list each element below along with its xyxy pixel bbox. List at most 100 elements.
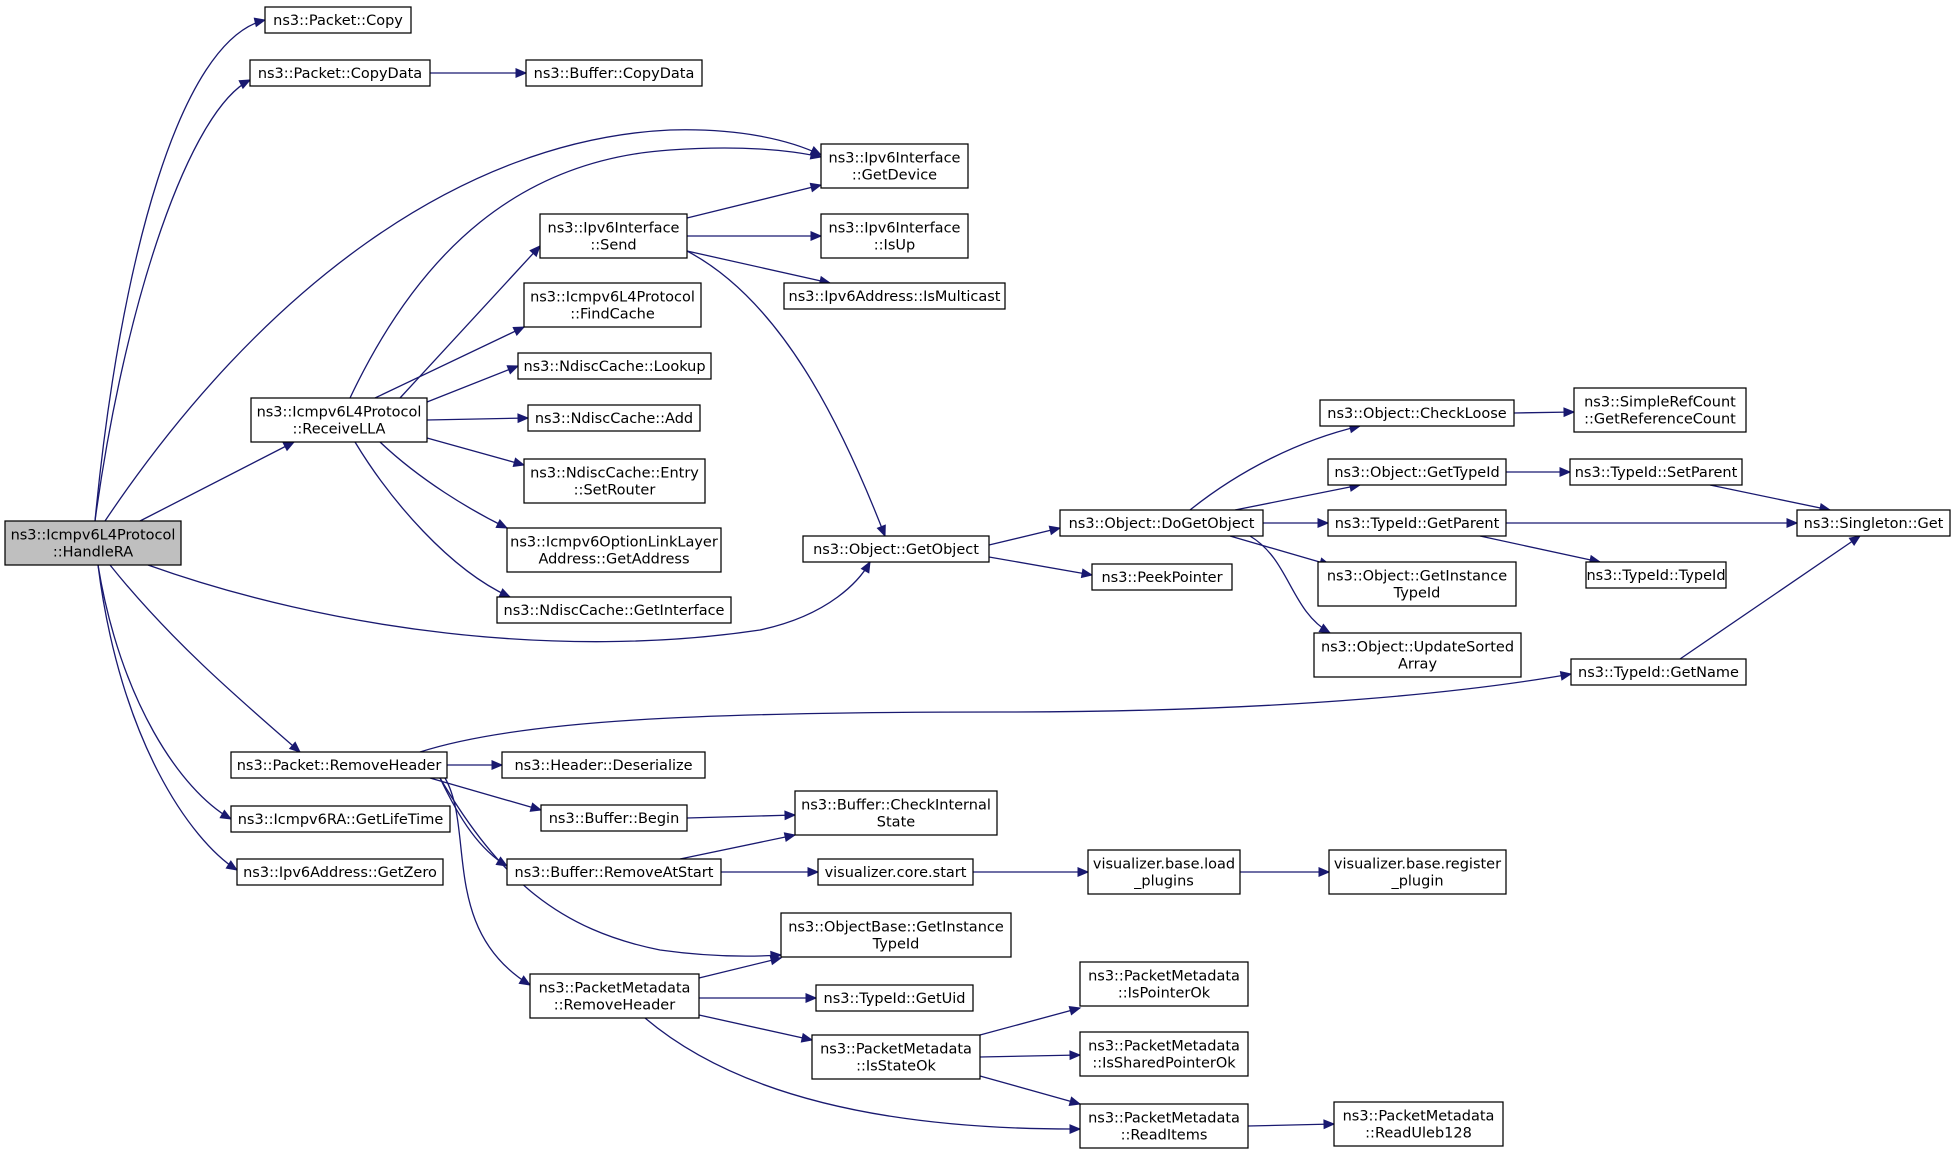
node-label: ns3::Object::CheckLoose	[1327, 406, 1506, 422]
node-label: ns3::Ipv6Address::GetZero	[243, 865, 437, 881]
node-n21[interactable]: ns3::TypeId::SetParent	[1569, 458, 1743, 486]
edge-n16-n25	[1229, 535, 1332, 567]
node-label: ::HandleRA	[53, 545, 133, 561]
node-n39[interactable]: ns3::PacketMetadata::IsPointerOk	[1079, 961, 1249, 1007]
node-label: ns3::Ipv6Interface	[548, 221, 680, 237]
node-label: ::SetRouter	[574, 483, 656, 499]
node-label: ns3::Buffer::RemoveAtStart	[515, 865, 714, 881]
node-n35[interactable]: visualizer.base.register_plugin	[1328, 849, 1507, 895]
node-label: ns3::TypeId::TypeId	[1586, 568, 1725, 584]
node-label: _plugin	[1390, 874, 1443, 890]
node-n24[interactable]: ns3::TypeId::TypeId	[1585, 561, 1727, 589]
node-n9[interactable]: ns3::Object::GetObject	[802, 535, 990, 563]
edge-n42-n43	[1247, 1119, 1336, 1130]
node-label: ::GetReferenceCount	[1584, 412, 1736, 428]
node-n33[interactable]: visualizer.core.start	[817, 858, 974, 886]
edge-n6-n7	[687, 231, 823, 241]
node-n19[interactable]: ns3::SimpleRefCount::GetReferenceCount	[1573, 387, 1747, 433]
node-label: ::ReadUleb128	[1365, 1126, 1472, 1142]
node-label: ns3::PacketMetadata	[1088, 1111, 1240, 1127]
node-n2[interactable]: ns3::Packet::CopyData	[249, 59, 431, 87]
node-n12[interactable]: ns3::NdiscCache::Add	[527, 404, 701, 432]
node-label: ns3::Buffer::CopyData	[534, 66, 695, 82]
edge-n5-n6	[399, 245, 541, 399]
edge-n32-n33	[721, 867, 820, 877]
node-label: Address::GetAddress	[538, 552, 689, 568]
node-label: ns3::Ipv6Address::IsMulticast	[789, 289, 1001, 305]
function-nodes: ns3::Icmpv6L4Protocol::HandleRAns3::Pack…	[4, 6, 1951, 1149]
node-n0[interactable]: ns3::Icmpv6L4Protocol::HandleRA	[4, 520, 182, 566]
edge-n20-n21	[1506, 467, 1572, 477]
edge-n9-n17	[988, 556, 1094, 579]
node-n42[interactable]: ns3::PacketMetadata::ReadItems	[1079, 1103, 1249, 1149]
node-n16[interactable]: ns3::Object::DoGetObject	[1059, 509, 1264, 537]
node-n40[interactable]: ns3::PacketMetadata::IsStateOk	[811, 1034, 981, 1080]
edge-n0-n44	[97, 564, 233, 820]
edge-n21-n23	[1709, 484, 1832, 513]
edge-n5-n10	[374, 326, 526, 399]
node-label: ns3::Packet::RemoveHeader	[237, 758, 442, 774]
edge-n5-n12	[426, 413, 530, 424]
node-n37[interactable]: ns3::PacketMetadata::RemoveHeader	[529, 973, 700, 1019]
node-n17[interactable]: ns3::PeekPointer	[1091, 563, 1233, 591]
node-label: ::IsPointerOk	[1118, 986, 1211, 1002]
node-label: ns3::PacketMetadata	[1088, 1039, 1240, 1055]
node-n29[interactable]: ns3::Header::Deserialize	[501, 751, 706, 779]
edge-n0-n28	[109, 564, 301, 753]
node-n38[interactable]: ns3::TypeId::GetUid	[815, 984, 974, 1012]
node-n20[interactable]: ns3::Object::GetTypeId	[1327, 458, 1507, 486]
node-label: ns3::NdiscCache::GetInterface	[504, 603, 725, 619]
edge-n5-n15	[354, 441, 512, 598]
edge-n28-n29	[447, 760, 504, 770]
node-n28[interactable]: ns3::Packet::RemoveHeader	[230, 751, 448, 779]
node-n11[interactable]: ns3::NdiscCache::Lookup	[517, 352, 712, 380]
node-n7[interactable]: ns3::Ipv6Interface::IsUp	[820, 213, 969, 259]
node-n23[interactable]: ns3::Singleton::Get	[1796, 509, 1951, 537]
edge-n6-n4	[686, 182, 823, 219]
edge-n2-n3	[430, 68, 528, 78]
node-n6[interactable]: ns3::Ipv6Interface::Send	[539, 213, 688, 259]
node-n4[interactable]: ns3::Ipv6Interface::GetDevice	[820, 143, 969, 189]
edge-n32-n31	[679, 832, 797, 860]
edge-n40-n42	[979, 1075, 1082, 1106]
edge-n0-n1	[94, 17, 267, 522]
node-label: ns3::Packet::Copy	[273, 13, 403, 29]
node-n43[interactable]: ns3::PacketMetadata::ReadUleb128	[1333, 1101, 1504, 1147]
edge-n40-n39	[979, 1005, 1082, 1036]
node-label: ::ReadItems	[1121, 1128, 1208, 1144]
node-n34[interactable]: visualizer.base.load_plugins	[1087, 849, 1241, 895]
node-n27[interactable]: ns3::TypeId::GetName	[1570, 658, 1747, 686]
node-n10[interactable]: ns3::Icmpv6L4Protocol::FindCache	[523, 282, 702, 328]
node-n32[interactable]: ns3::Buffer::RemoveAtStart	[506, 858, 722, 886]
edge-n37-n36	[698, 955, 783, 979]
node-n18[interactable]: ns3::Object::CheckLoose	[1319, 399, 1515, 427]
node-n13[interactable]: ns3::NdiscCache::Entry::SetRouter	[523, 458, 706, 504]
edge-n22-n23	[1506, 518, 1799, 528]
node-n5[interactable]: ns3::Icmpv6L4Protocol::ReceiveLLA	[250, 397, 428, 443]
node-label: ns3::Singleton::Get	[1804, 516, 1944, 532]
node-label: ns3::Packet::CopyData	[258, 66, 422, 82]
node-label: ns3::Icmpv6RA::GetLifeTime	[238, 812, 444, 828]
node-n30[interactable]: ns3::Buffer::Begin	[540, 804, 688, 832]
node-n3[interactable]: ns3::Buffer::CopyData	[525, 59, 703, 87]
node-n1[interactable]: ns3::Packet::Copy	[264, 6, 412, 34]
node-n41[interactable]: ns3::PacketMetadata::IsSharedPointerOk	[1079, 1031, 1249, 1077]
node-n22[interactable]: ns3::TypeId::GetParent	[1327, 509, 1507, 537]
call-edges	[94, 17, 1862, 1135]
node-n15[interactable]: ns3::NdiscCache::GetInterface	[496, 596, 732, 624]
node-n45[interactable]: ns3::Ipv6Address::GetZero	[236, 858, 444, 886]
node-n44[interactable]: ns3::Icmpv6RA::GetLifeTime	[230, 805, 451, 833]
node-n8[interactable]: ns3::Ipv6Address::IsMulticast	[783, 282, 1006, 310]
edge-n0-n9	[147, 560, 871, 643]
node-label: TypeId	[1393, 586, 1441, 602]
node-label: ns3::PeekPointer	[1101, 570, 1222, 586]
edge-n5-n4	[349, 147, 823, 399]
edge-n5-n13	[426, 437, 526, 467]
node-n14[interactable]: ns3::Icmpv6OptionLinkLayerAddress::GetAd…	[506, 527, 722, 573]
node-label: ns3::Icmpv6L4Protocol	[11, 528, 176, 544]
edge-n28-n30	[429, 777, 543, 812]
